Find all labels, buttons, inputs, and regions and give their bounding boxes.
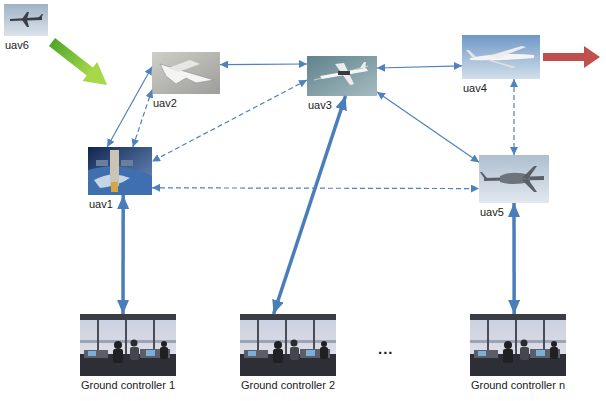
uav-label: uav3 bbox=[308, 99, 332, 112]
uav3-photo bbox=[307, 56, 377, 96]
uav5-photo bbox=[479, 155, 549, 203]
uav-label: uav6 bbox=[5, 39, 29, 52]
control-room-photo bbox=[80, 314, 176, 376]
ground-controller-node: Ground controller 1 bbox=[80, 314, 176, 376]
uav-node: uav6 bbox=[4, 4, 48, 36]
data-link bbox=[107, 67, 152, 147]
uav-node: uav1 bbox=[88, 147, 152, 195]
uav-node: uav3 bbox=[307, 56, 377, 96]
data-link bbox=[220, 63, 307, 65]
ground-controller-node: Ground controller 2 bbox=[240, 314, 336, 376]
control-link bbox=[274, 96, 346, 314]
uav4-photo bbox=[462, 35, 540, 79]
uav-label: uav1 bbox=[89, 198, 113, 211]
controller-label: Ground controller 2 bbox=[210, 379, 366, 392]
uav-node: uav2 bbox=[152, 52, 220, 94]
control-room-photo bbox=[470, 314, 566, 376]
dashed-link bbox=[133, 90, 152, 147]
controller-label: Ground controller n bbox=[440, 379, 596, 392]
control-link bbox=[121, 195, 125, 314]
dashed-link bbox=[513, 79, 514, 155]
data-link bbox=[377, 66, 462, 68]
uav-label: uav5 bbox=[480, 206, 504, 219]
uav-node: uav5 bbox=[479, 155, 549, 203]
ellipsis-label: ... bbox=[378, 340, 394, 357]
data-link bbox=[377, 92, 479, 162]
dashed-link bbox=[152, 80, 307, 161]
uav-label: uav4 bbox=[463, 82, 487, 95]
join-arrow bbox=[45, 33, 115, 95]
uav6-photo bbox=[4, 4, 48, 36]
uav1-photo bbox=[88, 147, 152, 195]
control-room-photo bbox=[240, 314, 336, 376]
ground-controller-node: Ground controller n bbox=[470, 314, 566, 376]
uav2-photo bbox=[152, 52, 220, 94]
uav-node: uav4 bbox=[462, 35, 540, 79]
controller-label: Ground controller 1 bbox=[50, 379, 206, 392]
leave-arrow bbox=[543, 46, 600, 68]
control-link bbox=[512, 203, 516, 314]
uav-label: uav2 bbox=[153, 97, 177, 110]
